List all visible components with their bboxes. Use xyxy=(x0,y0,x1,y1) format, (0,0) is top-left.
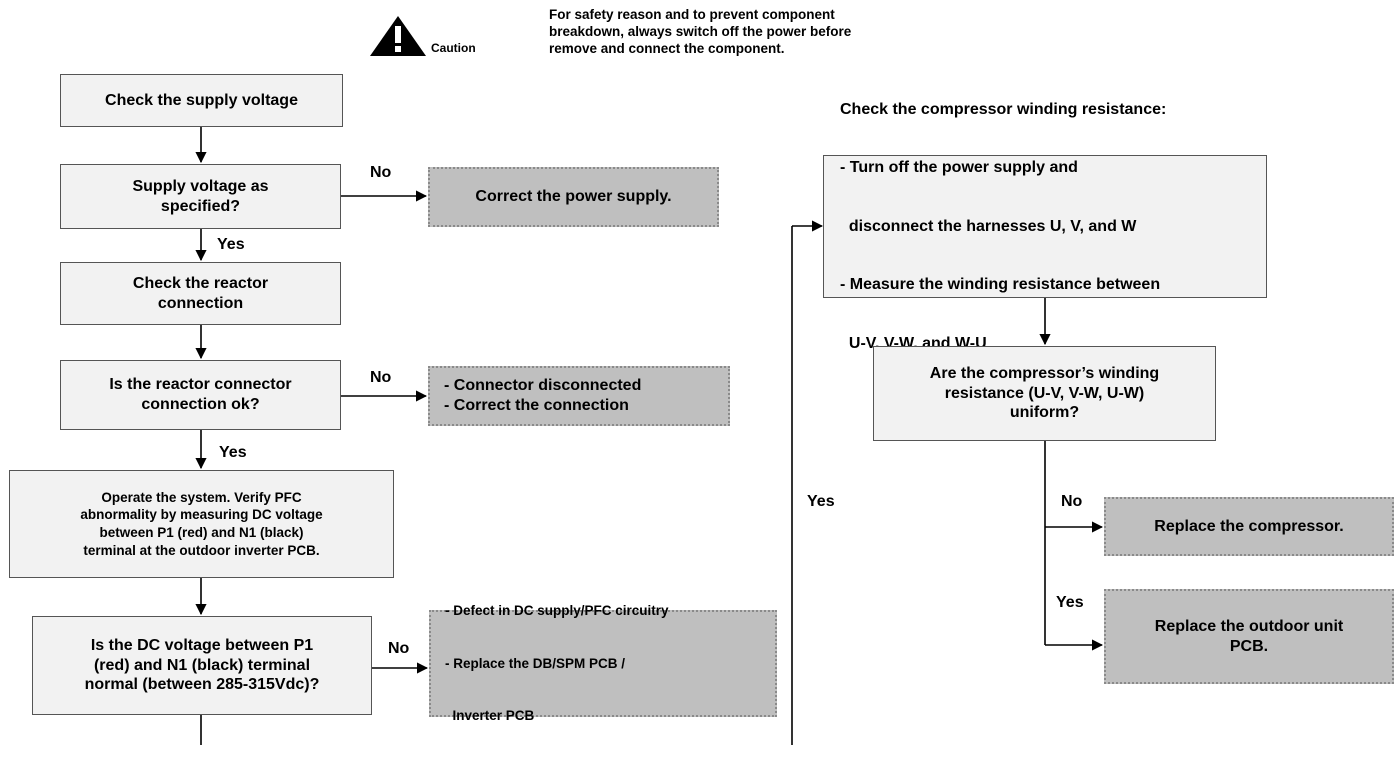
operate-system-line: Operate the system. Verify PFC xyxy=(101,489,302,505)
dc-defect-line: - Defect in DC supply/PFC circuitry xyxy=(445,603,669,619)
caution-note: For safety reason and to prevent compone… xyxy=(549,7,969,58)
correct-power-supply-text: Correct the power supply. xyxy=(475,188,672,206)
no-label: No xyxy=(388,640,410,657)
dc-voltage-line: normal (between 285-315Vdc)? xyxy=(84,676,320,694)
correct-power-supply-box: Correct the power supply. xyxy=(428,167,719,227)
reactor-ok-line: connection ok? xyxy=(141,396,260,413)
check-winding-resistance-box: Check the compressor winding resistance:… xyxy=(823,101,1267,352)
yes-label: Yes xyxy=(1056,594,1084,611)
caution-line: breakdown, always switch off the power b… xyxy=(549,23,852,39)
caution-line: remove and connect the component. xyxy=(549,40,785,56)
check-reactor-line: connection xyxy=(157,294,244,312)
check-winding-line: - Turn off the power supply and xyxy=(840,159,1078,177)
reactor-ok-line: Is the reactor connector xyxy=(109,376,292,394)
caution-label: Caution xyxy=(431,41,476,55)
dc-voltage-line: Is the DC voltage between P1 xyxy=(90,637,314,655)
replace-compressor-text: Replace the compressor. xyxy=(1154,517,1344,535)
no-label: No xyxy=(370,164,392,181)
yes-label: Yes xyxy=(219,444,247,461)
supply-voltage-line: specified? xyxy=(160,197,241,215)
winding-uniform-line: resistance (U-V, V-W, U-W) xyxy=(944,384,1145,402)
replace-pcb-box: Replace the outdoor unit PCB. xyxy=(1104,589,1394,684)
operate-system-box: Operate the system. Verify PFC abnormali… xyxy=(9,470,394,578)
caution-line: For safety reason and to prevent compone… xyxy=(549,7,835,22)
reactor-connection-ok-box: Is the reactor connector connection ok? xyxy=(60,360,341,430)
dc-defect-box: - Defect in DC supply/PFC circuitry - Re… xyxy=(429,603,777,723)
connector-fix-line: - Correct the connection xyxy=(444,397,629,414)
supply-voltage-specified-box: Supply voltage as specified? xyxy=(60,164,341,229)
replace-pcb-line: PCB. xyxy=(1229,637,1269,655)
supply-voltage-line: Supply voltage as xyxy=(132,177,269,195)
no-label: No xyxy=(370,369,392,386)
connector-fix-line: - Connector disconnected xyxy=(444,377,642,395)
check-reactor-line: Check the reactor xyxy=(132,274,269,292)
yes-label: Yes xyxy=(807,493,835,510)
yes-label: Yes xyxy=(217,236,245,253)
check-winding-line: disconnect the harnesses U, V, and W xyxy=(840,217,1137,235)
replace-pcb-line: Replace the outdoor unit xyxy=(1154,617,1344,635)
replace-compressor-box: Replace the compressor. xyxy=(1104,497,1394,556)
dc-voltage-normal-box: Is the DC voltage between P1 (red) and N… xyxy=(32,616,372,715)
check-winding-line: Check the compressor winding resistance: xyxy=(840,100,1167,118)
winding-uniform-box: Are the compressor’s winding resistance … xyxy=(873,346,1216,441)
no-label: No xyxy=(1061,493,1083,510)
dc-voltage-line: (red) and N1 (black) terminal xyxy=(93,656,311,674)
operate-system-line: between P1 (red) and N1 (black) xyxy=(99,525,304,540)
winding-uniform-line: uniform? xyxy=(1009,404,1080,422)
operate-system-line: abnormality by measuring DC voltage xyxy=(80,507,323,523)
check-reactor-connection-box: Check the reactor connection xyxy=(60,262,341,325)
caution-warning-icon xyxy=(370,16,426,56)
check-supply-voltage-box: Check the supply voltage xyxy=(60,74,343,127)
check-winding-line: - Measure the winding resistance between xyxy=(840,276,1161,294)
winding-uniform-line: Are the compressor’s winding xyxy=(929,365,1160,383)
operate-system-line: terminal at the outdoor inverter PCB. xyxy=(83,542,320,558)
check-supply-voltage-text: Check the supply voltage xyxy=(105,91,298,109)
dc-defect-line: - Replace the DB/SPM PCB / xyxy=(445,655,626,671)
connector-fix-box: - Connector disconnected - Correct the c… xyxy=(428,366,730,426)
dc-defect-line: Inverter PCB xyxy=(445,708,535,724)
